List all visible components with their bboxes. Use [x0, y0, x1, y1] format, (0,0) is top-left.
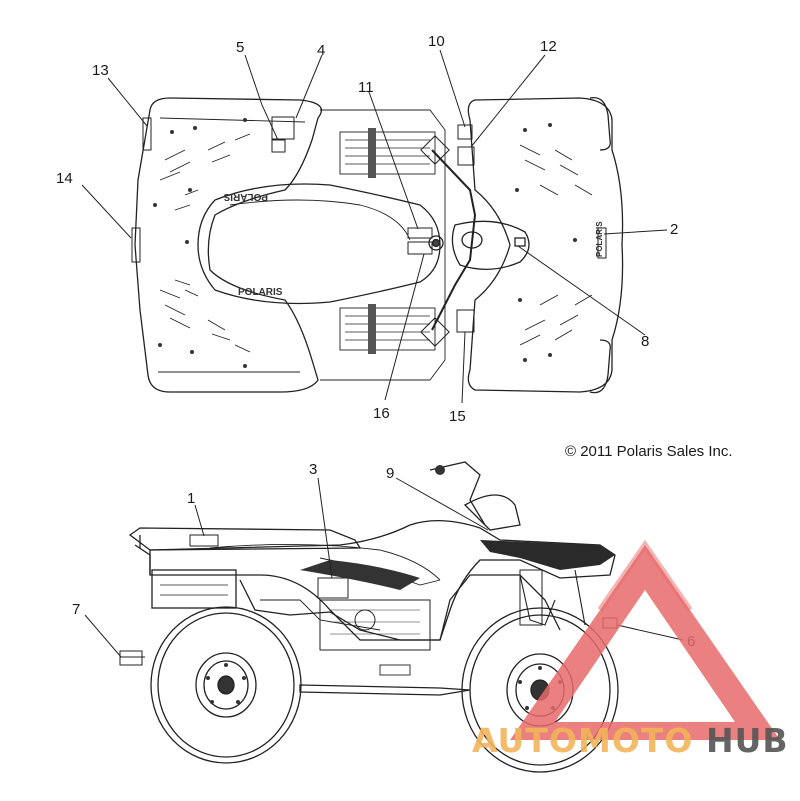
seat-logo-upper: POLARIS: [223, 191, 268, 202]
side-front-fender: [480, 540, 615, 570]
callout-14: 14: [56, 170, 73, 187]
callout-4: 4: [317, 42, 325, 59]
callout-12: 12: [540, 38, 557, 55]
callout-8: 8: [641, 333, 649, 350]
side-body: [149, 520, 616, 641]
watermark-text-hub: HUB: [706, 721, 789, 760]
decal-1: [189, 534, 219, 547]
decal-3: [317, 577, 349, 599]
footwell-lower: [339, 307, 436, 351]
watermark-text-auto: AUTO: [472, 721, 578, 760]
seat-logo-lower: POLARIS: [238, 287, 283, 298]
decal-4: [271, 116, 295, 140]
skid-plate: [299, 684, 471, 696]
top-view-atv: [131, 96, 624, 394]
engine-block: [319, 599, 431, 651]
decal-7: [119, 650, 143, 666]
side-handlebar: [429, 461, 486, 526]
callout-15: 15: [449, 408, 466, 425]
decal-5: [271, 139, 286, 153]
watermark-triangle-icon: [510, 545, 780, 740]
callout-5: 5: [236, 39, 244, 56]
callout-11: 11: [358, 79, 374, 96]
rear-rack-slots: [159, 133, 251, 353]
rear-rack: [134, 97, 323, 393]
copyright-text: © 2011 Polaris Sales Inc.: [565, 443, 733, 460]
callout-7: 7: [72, 601, 80, 618]
watermark-text-moto: MOTO: [578, 721, 693, 760]
callout-9: 9: [386, 465, 394, 482]
rear-wheel: [150, 606, 302, 764]
callout-13: 13: [92, 62, 109, 79]
callout-16: 16: [373, 405, 390, 422]
front-logo: POLARIS: [595, 221, 604, 257]
leader-lines: [81, 49, 684, 658]
seat-top: [197, 183, 441, 305]
decal-15: [456, 309, 475, 333]
rivets: [153, 118, 577, 368]
fuel-cap: [428, 235, 444, 251]
callout-2: 2: [670, 221, 678, 238]
rear-storage-box: [151, 569, 237, 609]
callout-10: 10: [428, 33, 445, 50]
side-frame: [239, 574, 561, 641]
side-view-atv: [119, 461, 618, 696]
handlebar: [431, 149, 477, 331]
decal-11: [407, 227, 433, 239]
callout-1: 1: [187, 490, 195, 507]
callout-3: 3: [309, 461, 317, 478]
watermark-logo: AUTO MOTO HUB: [472, 539, 789, 760]
decal-10: [457, 124, 473, 140]
front-rack: [467, 97, 624, 393]
footwell-upper: [339, 131, 436, 175]
console-pod: [451, 220, 530, 270]
decal-12: [457, 146, 475, 166]
decal-16: [407, 241, 433, 255]
